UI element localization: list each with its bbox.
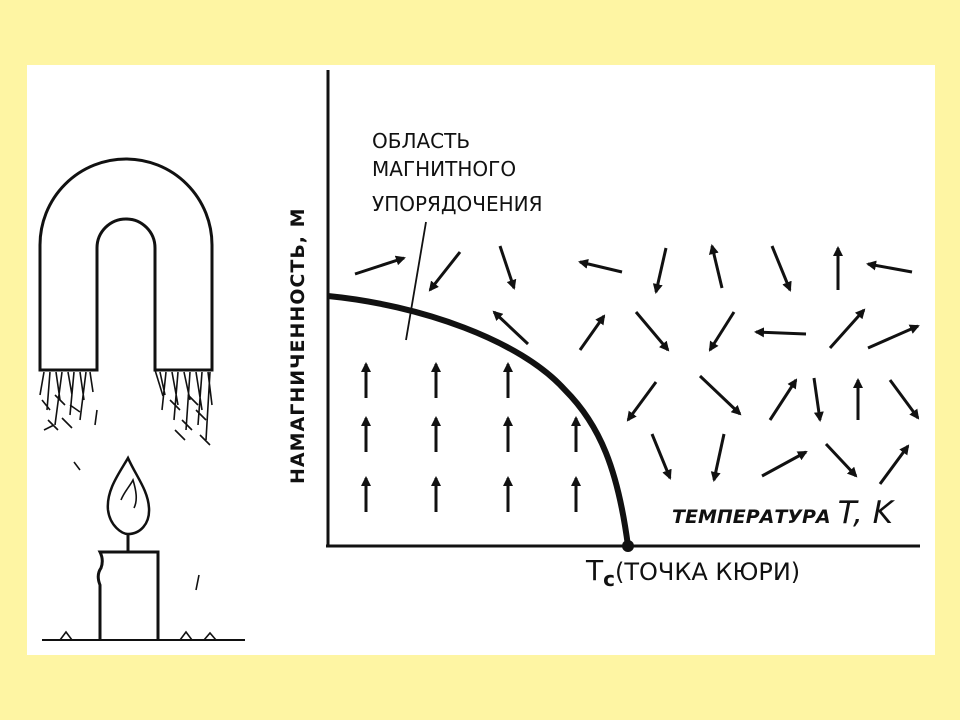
spin-arrow	[828, 308, 866, 350]
disordered-spins	[354, 244, 920, 485]
spin-arrow	[626, 381, 658, 422]
spin-arrow	[824, 442, 858, 478]
spin-arrow	[578, 258, 623, 274]
illustration	[38, 157, 245, 641]
spin-arrow	[867, 324, 920, 350]
ground-grass	[59, 630, 217, 641]
spin-arrow	[878, 444, 910, 485]
spin-arrow	[708, 311, 736, 352]
spin-arrow	[754, 327, 807, 338]
spin-arrow	[888, 379, 920, 420]
spin-arrow	[866, 260, 913, 274]
spin-arrow	[634, 311, 670, 352]
spin-arrow	[578, 314, 606, 351]
spin-arrow	[428, 251, 462, 292]
x-axis-label-prefix: ТЕМПЕРАТУРА	[672, 506, 831, 528]
spin-arrow	[770, 245, 792, 292]
iron-filings-right	[159, 371, 213, 446]
region-label-line-3: УПОРЯДОЧЕНИЯ	[372, 192, 543, 216]
flame	[106, 455, 151, 536]
region-label-line-2: МАГНИТНОГО	[372, 157, 516, 181]
spin-arrow	[761, 450, 808, 478]
iron-filings-left	[39, 371, 94, 431]
region-label-line-1: ОБЛАСТЬ	[372, 129, 470, 153]
candle	[96, 550, 160, 640]
flame-inner	[120, 477, 138, 509]
spin-arrow	[698, 374, 742, 416]
spin-arrow	[768, 378, 798, 421]
magnetization-curve	[327, 293, 631, 547]
spin-arrow	[354, 255, 406, 276]
y-axis-label: НАМАГНИЧЕННОСТЬ, M	[287, 207, 309, 484]
x-axis-label: ТЕМПЕРАТУРА T, K	[672, 495, 896, 531]
magnetization-chart: НАМАГНИЧЕННОСТЬ, M ОБЛАСТЬ МАГНИТНОГО УП…	[287, 70, 920, 591]
stray-filings	[73, 369, 200, 591]
spin-arrow	[498, 245, 517, 290]
curie-text: (ТОЧКА КЮРИ)	[615, 558, 800, 586]
spin-arrow	[652, 247, 668, 294]
curie-symbol: T	[585, 554, 604, 587]
curie-point-label: Tc(ТОЧКА КЮРИ)	[585, 554, 800, 591]
spin-arrow	[492, 310, 530, 346]
curie-subscript: c	[603, 567, 615, 591]
horseshoe-magnet	[38, 157, 214, 372]
ordered-spins	[361, 362, 581, 512]
spin-arrow	[708, 244, 724, 289]
x-axis-label-unit: T, K	[838, 495, 896, 531]
region-leader-line	[405, 221, 427, 341]
curie-point-dot	[622, 540, 634, 552]
spin-arrow	[710, 433, 726, 482]
spin-arrow	[812, 377, 824, 422]
spin-arrow	[650, 433, 672, 480]
